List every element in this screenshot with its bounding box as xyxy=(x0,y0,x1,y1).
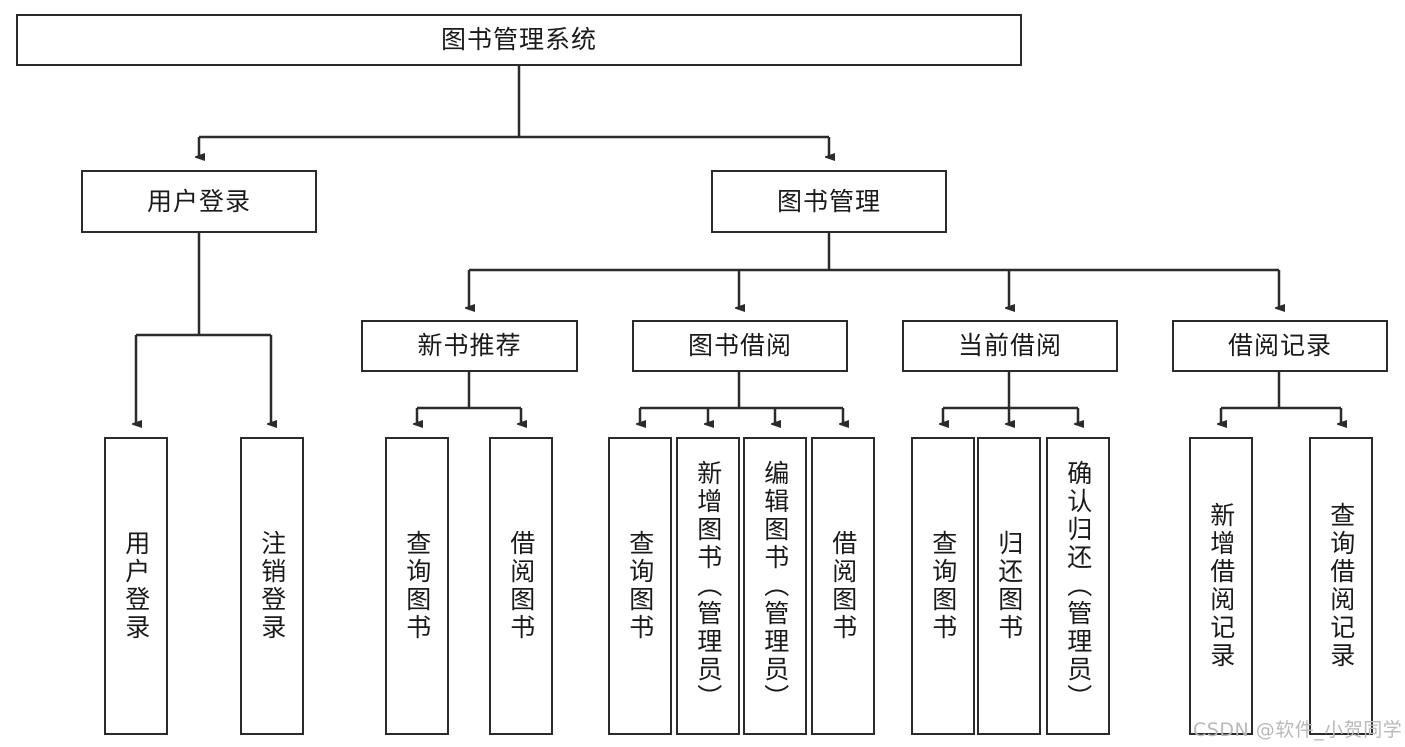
node-label: 图书管理 xyxy=(776,186,881,216)
leaf-current-return-book[interactable]: 归还图书 xyxy=(977,437,1041,735)
leaf-current-query-book[interactable]: 查询图书 xyxy=(911,437,975,735)
node-label: 借阅记录 xyxy=(1227,331,1332,361)
node-label: 确认归还（管理员） xyxy=(1063,460,1093,712)
leaf-record-query-record[interactable]: 查询借阅记录 xyxy=(1309,437,1373,735)
node-label: 借阅图书 xyxy=(506,530,536,642)
leaf-recommend-borrow-book[interactable]: 借阅图书 xyxy=(489,437,553,735)
leaf-current-confirm-return-admin[interactable]: 确认归还（管理员） xyxy=(1046,437,1110,735)
leaf-borrow-query-book[interactable]: 查询图书 xyxy=(608,437,672,735)
node-label: 当前借阅 xyxy=(957,331,1062,361)
node-book-management[interactable]: 图书管理 xyxy=(711,170,947,233)
node-label: 编辑图书（管理员） xyxy=(760,460,790,712)
node-label: 图书管理系统 xyxy=(440,25,597,55)
leaf-user-login-signout[interactable]: 注销登录 xyxy=(240,437,304,735)
node-label: 查询图书 xyxy=(928,530,958,642)
node-book-borrow[interactable]: 图书借阅 xyxy=(632,320,848,372)
node-label: 用户登录 xyxy=(121,530,151,642)
node-user-login[interactable]: 用户登录 xyxy=(81,170,317,233)
node-label: 查询借阅记录 xyxy=(1326,502,1356,670)
node-label: 归还图书 xyxy=(994,530,1024,642)
node-label: 借阅图书 xyxy=(828,530,858,642)
node-root-system[interactable]: 图书管理系统 xyxy=(16,14,1022,66)
node-label: 注销登录 xyxy=(257,530,287,642)
csdn-watermark: CSDN @软件_小贺同学 xyxy=(1193,719,1403,741)
node-new-book-recommend[interactable]: 新书推荐 xyxy=(361,320,578,372)
leaf-borrow-borrow-book[interactable]: 借阅图书 xyxy=(811,437,875,735)
node-label: 新书推荐 xyxy=(417,331,522,361)
node-label: 新增借阅记录 xyxy=(1206,502,1236,670)
leaf-borrow-add-book-admin[interactable]: 新增图书（管理员） xyxy=(676,437,740,735)
leaf-record-add-record[interactable]: 新增借阅记录 xyxy=(1189,437,1253,735)
leaf-recommend-query-book[interactable]: 查询图书 xyxy=(385,437,449,735)
node-label: 新增图书（管理员） xyxy=(693,460,723,712)
node-current-borrow[interactable]: 当前借阅 xyxy=(902,320,1118,372)
leaf-user-login-signin[interactable]: 用户登录 xyxy=(104,437,168,735)
node-label: 查询图书 xyxy=(625,530,655,642)
node-label: 查询图书 xyxy=(402,530,432,642)
node-label: 用户登录 xyxy=(146,186,251,216)
node-label: 图书借阅 xyxy=(687,331,792,361)
leaf-borrow-edit-book-admin[interactable]: 编辑图书（管理员） xyxy=(743,437,807,735)
node-borrow-record[interactable]: 借阅记录 xyxy=(1172,320,1388,372)
